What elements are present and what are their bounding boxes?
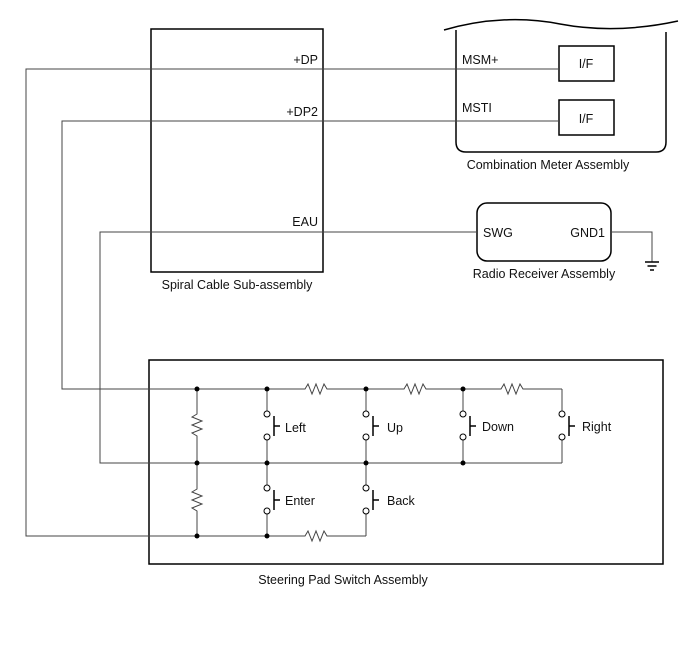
contact-terminal [263, 484, 271, 492]
contact-terminal [362, 410, 370, 418]
junction-dot [460, 386, 466, 392]
switch-left: Left [263, 410, 306, 441]
junction-dot [194, 533, 200, 539]
junction-dot [194, 386, 200, 392]
pin-gnd1-label: GND1 [570, 226, 605, 240]
junction-dot [460, 460, 466, 466]
switch-down-label: Down [482, 420, 514, 434]
contact-terminal [459, 410, 467, 418]
steering-pad-switch-assembly: Steering Pad Switch Assembly [148, 359, 664, 587]
contact-terminal [558, 433, 566, 441]
msm-if-label: I/F [579, 57, 594, 71]
contact-terminal [263, 507, 271, 515]
combination-meter-box [455, 30, 667, 153]
pin-dp2-label: +DP2 [286, 105, 318, 119]
switch-network: Left Up Down Right Enter [190, 382, 612, 543]
switch-enter-label: Enter [285, 494, 315, 508]
switch-up: Up [362, 410, 403, 441]
junction-dot [264, 460, 270, 466]
pin-msti-label: MSTI [462, 101, 492, 115]
steering-pad-box [148, 359, 664, 565]
switch-actuator [273, 490, 280, 510]
msti-if-label: I/F [579, 112, 594, 126]
radio-receiver-caption: Radio Receiver Assembly [473, 267, 616, 281]
switch-actuator [273, 416, 280, 436]
junction-dot [363, 460, 369, 466]
pin-eau-label: EAU [292, 215, 318, 229]
combination-meter-assembly: I/F I/F MSM+ MSTI Combination Meter Asse… [443, 18, 679, 172]
switch-actuator [568, 416, 575, 436]
switch-back-label: Back [387, 494, 416, 508]
contact-terminal [362, 433, 370, 441]
pin-swg-label: SWG [483, 226, 513, 240]
contact-terminal [362, 507, 370, 515]
msm-if-box [558, 45, 615, 82]
switch-right: Right [558, 410, 612, 441]
switch-down: Down [459, 410, 514, 441]
switch-actuator [372, 490, 379, 510]
junction-dot [194, 460, 200, 466]
contact-terminal [263, 410, 271, 418]
ground-symbol [611, 231, 659, 271]
msti-if-box [558, 99, 615, 136]
junction-dot [264, 533, 270, 539]
external-wiring [25, 68, 559, 537]
switch-actuator [372, 416, 379, 436]
pin-dp-label: +DP [293, 53, 318, 67]
junction-dot [264, 386, 270, 392]
spiral-cable-box [150, 28, 324, 273]
switch-up-label: Up [387, 421, 403, 435]
contact-terminal [263, 433, 271, 441]
switch-back: Back [362, 484, 416, 515]
wire-dp-msm [25, 68, 559, 537]
wire-eau-swg [99, 231, 477, 464]
switch-actuator [469, 416, 476, 436]
wire-dp2-msti [61, 120, 559, 390]
junction-dot [363, 386, 369, 392]
radio-receiver-assembly: SWG GND1 Radio Receiver Assembly [473, 202, 659, 281]
pin-msm-label: MSM+ [462, 53, 498, 67]
bottom-bus [197, 529, 366, 543]
contact-terminal [362, 484, 370, 492]
switch-enter: Enter [263, 484, 315, 515]
combination-meter-caption: Combination Meter Assembly [467, 158, 630, 172]
contact-terminal [459, 433, 467, 441]
spiral-cable-assembly: +DP +DP2 EAU Spiral Cable Sub-assembly [150, 28, 324, 292]
contact-terminal [558, 410, 566, 418]
switch-left-label: Left [285, 421, 306, 435]
combination-meter-break-line [443, 18, 679, 31]
spiral-cable-caption: Spiral Cable Sub-assembly [162, 278, 314, 292]
switch-right-label: Right [582, 420, 612, 434]
steering-pad-caption: Steering Pad Switch Assembly [258, 573, 428, 587]
top-bus-resistor-ladder [197, 382, 562, 396]
